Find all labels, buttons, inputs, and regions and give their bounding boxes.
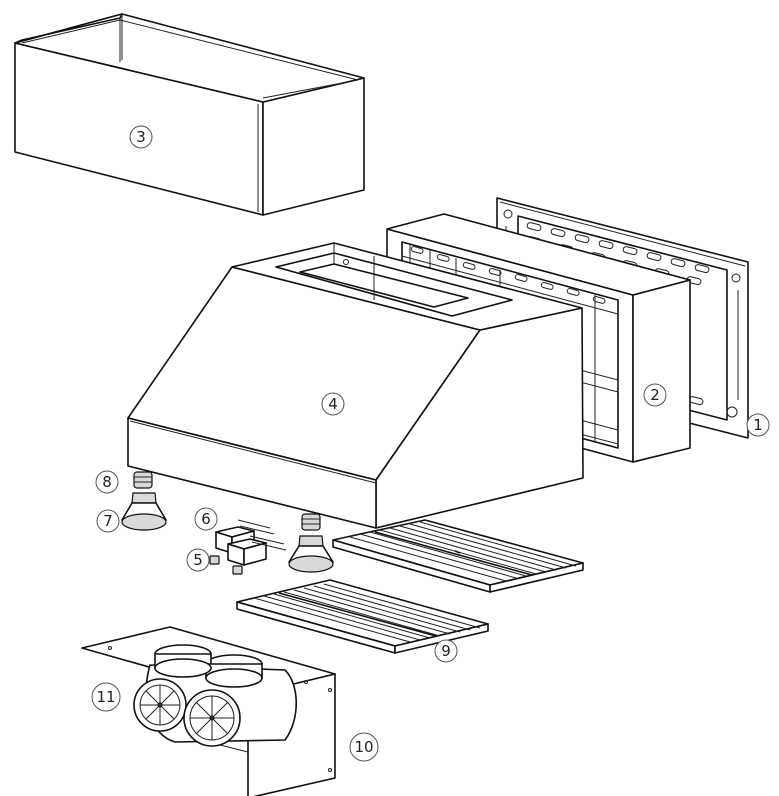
callout-7: 7 xyxy=(96,509,120,533)
callout-6: 6 xyxy=(194,507,218,531)
callout-5: 5 xyxy=(186,548,210,572)
callout-9: 9 xyxy=(434,639,458,663)
hood-body-part xyxy=(127,242,584,529)
blower-wheel-right xyxy=(190,696,234,740)
frame-slots xyxy=(410,246,606,304)
bulb-and-lamp-middle xyxy=(288,513,334,573)
callout-6-label: 6 xyxy=(201,510,211,528)
callout-8-label: 8 xyxy=(102,473,112,491)
bulb-and-lamp-left xyxy=(121,471,167,531)
blower-wheel-left xyxy=(140,685,180,725)
callout-1-label: 1 xyxy=(753,416,763,434)
nut-part xyxy=(209,555,243,575)
callout-2-label: 2 xyxy=(650,386,660,404)
baffle-filter-upper xyxy=(332,519,584,593)
callout-4-label: 4 xyxy=(328,395,338,413)
callout-1: 1 xyxy=(746,413,770,437)
duct-cover-part xyxy=(14,13,365,216)
callout-3: 3 xyxy=(129,125,153,149)
blower-housing-part xyxy=(133,644,298,747)
callout-4: 4 xyxy=(321,392,345,416)
baffle-filter-lower xyxy=(236,579,489,654)
callout-8: 8 xyxy=(95,470,119,494)
callout-10: 10 xyxy=(349,732,379,762)
callout-9-label: 9 xyxy=(441,642,451,660)
callout-2: 2 xyxy=(643,383,667,407)
callout-7-label: 7 xyxy=(103,512,113,530)
callout-11: 11 xyxy=(91,682,121,712)
callout-10-label: 10 xyxy=(354,738,373,756)
callout-3-label: 3 xyxy=(136,128,146,146)
junction-box-part xyxy=(215,519,287,566)
callout-11-label: 11 xyxy=(96,688,115,706)
callout-5-label: 5 xyxy=(193,551,203,569)
